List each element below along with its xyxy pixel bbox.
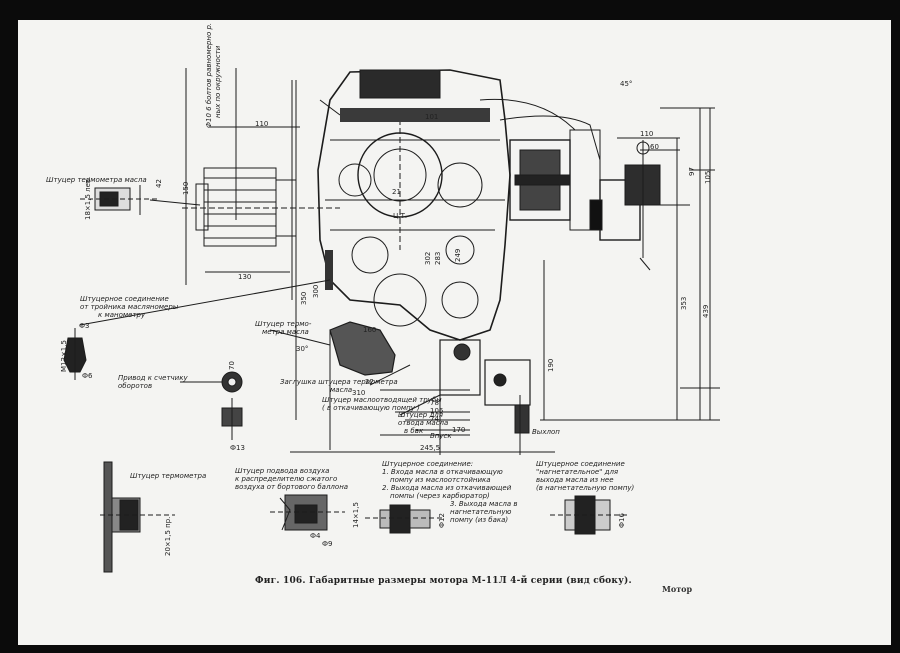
label-fitting-conn-2b: помпы (через карбюратор) (390, 492, 490, 500)
dim-353: 353 (680, 296, 688, 310)
dim-300: 300 (312, 284, 320, 298)
dim-160: 160 (363, 326, 377, 334)
oil-thermometer-fitting-detail (80, 185, 160, 215)
scan-border-left (0, 0, 18, 653)
dim-78: 78 (430, 399, 439, 407)
air-supply-fitting-detail (270, 494, 345, 531)
dim-phi6: Ф6 (82, 372, 93, 380)
dim-283: 283 (434, 251, 442, 265)
dim-22: 22 (365, 378, 374, 386)
label-bolts-note-2: ных по окружности (214, 45, 222, 118)
paper-sheet (18, 20, 891, 645)
label-fitting-conn-3b: нагнетательную (450, 508, 512, 516)
label-thermometer-small: Штуцер термометра (130, 472, 207, 480)
dim-170: 170 (452, 426, 466, 434)
dim-phi13: Ф13 (230, 444, 245, 452)
label-thermometer-plug-2: масла (330, 386, 353, 394)
figure-caption: Фиг. 106. Габаритные размеры мотора М-11… (255, 576, 632, 586)
dim-21: 21 (392, 188, 401, 196)
propeller-hub (182, 167, 340, 247)
label-air-supply-2: к распределителю сжатого (235, 475, 338, 483)
dim-angle-30: 30° (296, 345, 309, 353)
label-thermometer-fitting-1: Штуцер термо- (255, 320, 312, 328)
label-oil-pump-fitting-1: Штуцер маслоотводящей трубы (322, 396, 442, 404)
dim-106: 106 (430, 407, 444, 415)
label-pressure-fitting-1: Штуцерное соединение (80, 295, 169, 303)
dim-angle-45: 45° (620, 80, 633, 88)
dim-60: 60 (650, 143, 659, 151)
scan-border-right (891, 0, 900, 653)
label-air-supply-1: Штуцер подвода воздуха (235, 467, 330, 475)
dim-phi12: Ф12 (438, 513, 446, 528)
label-fitting-right-3: выхода масла из нее (536, 476, 614, 484)
dim-phi3: Ф3 (79, 322, 90, 330)
dim-thread-m12: M12×1,5 (60, 340, 68, 372)
dim-110-top: 110 (255, 120, 269, 128)
dim-310: 310 (352, 389, 366, 397)
dim-42: 42 (155, 179, 163, 188)
carburettor (589, 140, 690, 271)
label-oil-pump-fitting-2: ( в откачивающую помпу ) (322, 404, 420, 412)
label-fitting-conn-3: 3. Выхода масла в (450, 500, 518, 508)
accessory-housing (479, 98, 601, 231)
label-center-mark: Ц.Т. (393, 212, 408, 220)
scan-border-bottom (0, 645, 900, 653)
label-fitting-conn-1b: помпу из маслоотстойника (390, 476, 491, 484)
dim-thread-m18: 18×1,5 лев. (84, 176, 92, 220)
label-fitting-right-1: Штуцерное соединение (536, 460, 625, 468)
label-rpm-drive-2: оборотов (118, 382, 153, 390)
dim-74: 74 (430, 415, 439, 423)
label-fitting-right-2: "нагнетательное" для (536, 468, 619, 476)
label-fitting-conn-3c: помпу (из бака) (450, 516, 509, 524)
label-rpm-drive-1: Привод к счетчику (118, 374, 188, 382)
dim-302: 302 (424, 251, 432, 265)
label-inlet: Впуск (430, 432, 452, 440)
dim-439: 439 (702, 304, 710, 318)
dim-phi9: Ф9 (322, 540, 333, 548)
dim-phi16: Ф16 (618, 513, 626, 528)
dim-97: 97 (688, 167, 696, 176)
dim-101: 101 (425, 113, 439, 121)
rpm-drive-detail (221, 371, 243, 440)
dim-130: 130 (238, 273, 252, 281)
dim-105: 105 (704, 170, 712, 184)
label-thermometer-plug-1: Заглушка штуцера термометра (280, 378, 398, 386)
label-thermometer-fitting-2: метра масла (262, 328, 309, 336)
pressure-fitting-detail (63, 328, 87, 380)
label-air-supply-3: воздуха от бортового баллона (235, 483, 349, 491)
label-fitting-right-4: (в нагнетательную помпу) (536, 484, 635, 492)
label-oil-drain-2: отвода масла (398, 419, 449, 427)
label-oil-drain-1: Штуцер для (398, 411, 443, 419)
dim-70: 70 (228, 361, 236, 370)
dim-150: 150 (182, 181, 190, 195)
dim-350: 350 (300, 291, 308, 305)
fitting-connection-detail-right (550, 495, 630, 535)
dim-thread-m20: 20×1,5 пр. (164, 516, 172, 556)
scan-border-top (0, 0, 900, 20)
fitting-connection-detail-middle (365, 504, 445, 534)
dim-phi4: Ф4 (310, 532, 321, 540)
label-pressure-fitting-2: от тройника масляномеры (80, 303, 179, 311)
leader-lines (79, 199, 441, 416)
dim-249: 249 (454, 248, 462, 262)
label-oil-thermometer-fitting: Штуцер термометра масла (46, 176, 147, 184)
dim-245-5: 245,5 (420, 444, 441, 452)
dim-110-right: 110 (640, 130, 654, 138)
label-pressure-fitting-3: к манометру (98, 311, 146, 319)
page-footer-word: Мотор (662, 584, 693, 594)
label-oil-drain-3: в бак (404, 427, 424, 435)
label-fitting-conn-1: 1. Входа масла в откачивающую (382, 468, 503, 476)
dim-thread-m14: 14×1,5 (352, 502, 360, 528)
oil-sump (290, 321, 555, 455)
dim-190: 190 (547, 358, 555, 372)
label-fitting-conn-2: 2. Выхода масла из откачивающей (382, 484, 512, 492)
thermometer-fitting-detail (100, 461, 175, 573)
crankcase (317, 69, 511, 341)
label-bolts-note-1: Ф10 6 болтов равномерно р. (205, 22, 213, 128)
left-extension-lines (185, 68, 300, 420)
right-dimension-lines (540, 107, 720, 421)
label-fitting-conn-title: Штуцерное соединение: (382, 460, 474, 468)
label-exhaust: Выхлоп (532, 428, 560, 436)
